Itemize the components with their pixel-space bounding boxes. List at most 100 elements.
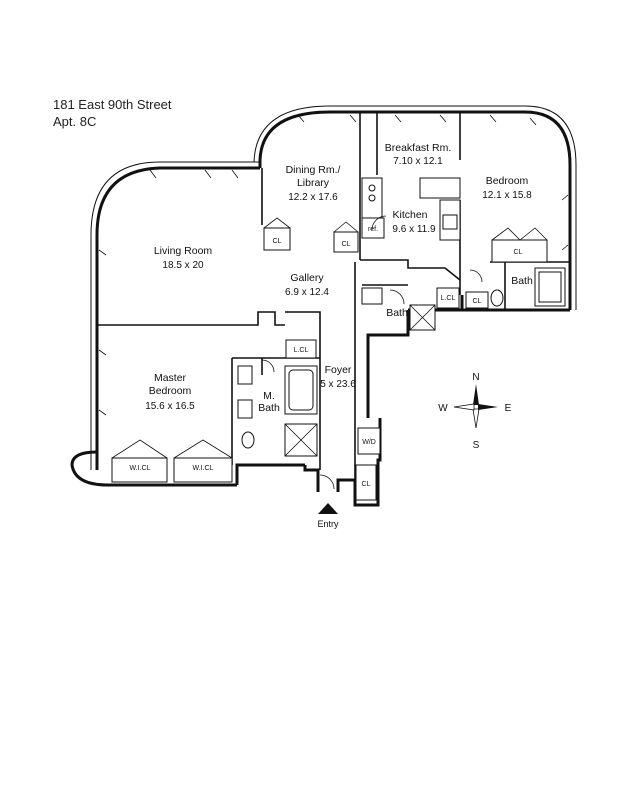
wall-kitchen-south — [360, 259, 461, 281]
closet-label-bath-hall: CL — [473, 298, 482, 305]
foyer-dim: 5 x 23.6 — [320, 379, 356, 390]
compass-north-arrow-icon — [473, 384, 479, 405]
address-line-apartment: Apt. 8C — [53, 114, 97, 129]
linen-closet-label-master: L.CL — [294, 347, 309, 354]
walk-in-closet-door-left — [111, 439, 168, 459]
closet-label-dining-left: CL — [273, 238, 282, 245]
exterior-walls — [70, 105, 577, 507]
toilet-master — [241, 431, 255, 449]
entry-label: Entry — [317, 519, 339, 529]
kitchen-fixtures: ref. — [361, 177, 461, 241]
bathtub-master-inner — [288, 369, 314, 411]
master-bedroom-name-1: Master — [154, 372, 187, 384]
wall-living-master — [97, 311, 285, 326]
closet-label-bedroom: CL — [514, 249, 523, 256]
vanity-bath — [361, 287, 383, 305]
vanity-master-2 — [237, 399, 253, 419]
entry-marker: Entry — [317, 503, 339, 529]
master-bath-name-2: Bath — [258, 402, 280, 414]
compass-west-arrow-icon — [453, 403, 475, 411]
refrigerator-label: ref. — [368, 226, 378, 233]
breakfast-room-dim: 7.10 x 12.1 — [393, 156, 443, 167]
walk-in-closet-label-right: W.I.CL — [192, 465, 213, 472]
wall-bath-foyer — [366, 310, 410, 418]
window-marks — [98, 114, 569, 416]
living-room-dim: 18.5 x 20 — [162, 260, 204, 271]
kitchen-name: Kitchen — [392, 209, 427, 221]
walk-in-closet-label-left: W.I.CL — [129, 465, 150, 472]
dining-room-dim: 12.2 x 17.6 — [288, 192, 338, 203]
closet-door-dining-left — [263, 217, 291, 229]
closets: CL CL CL L.CL CL L.CL W.I.CL W.I.CL CL W… — [111, 217, 548, 501]
window-west-living — [90, 161, 260, 470]
walk-in-closet-door-right — [173, 439, 233, 459]
compass-south-arrow-icon — [472, 408, 480, 429]
closet-bath-hall — [465, 291, 489, 309]
living-room-name: Living Room — [154, 245, 213, 257]
washer-dryer — [357, 427, 381, 455]
closet-door-bedroom — [491, 227, 548, 241]
door-kitchen — [371, 215, 387, 231]
room-labels: Living Room 18.5 x 20 Dining Rm./ Librar… — [145, 142, 533, 414]
compass-east-label: E — [505, 403, 512, 414]
compass-south-label: S — [473, 440, 480, 451]
window-ticks-east — [561, 194, 569, 251]
door-entry — [319, 474, 335, 490]
master-bath-name-1: M. — [263, 390, 275, 402]
bath-east-name: Bath — [511, 275, 533, 287]
bath-fixtures — [237, 267, 566, 457]
stove-burner-1 — [368, 184, 376, 192]
wall-entry-right — [336, 478, 355, 492]
closet-label-entry: CL — [362, 481, 371, 488]
toilet-east — [490, 289, 504, 307]
wall-north-east — [258, 110, 572, 310]
walk-in-closet-right — [173, 457, 233, 483]
closet-door-dining-right — [333, 221, 359, 233]
linen-closet-label-east: L.CL — [441, 295, 456, 302]
linen-closet-master — [285, 339, 317, 359]
door-bedroom — [469, 269, 483, 283]
vanity-master-1 — [237, 365, 253, 385]
door-swings — [261, 215, 483, 490]
window-ticks-west — [98, 249, 107, 416]
door-bath — [389, 289, 405, 305]
compass-west-label: W — [438, 403, 448, 414]
refrigerator — [361, 217, 385, 239]
wall-mbath-south — [235, 463, 305, 485]
window-ticks-living — [149, 169, 239, 179]
wall-foyer-west — [285, 311, 321, 470]
breakfast-room-name: Breakfast Rm. — [385, 142, 452, 154]
washer-dryer-label: W/D — [362, 439, 376, 446]
wall-entry-left — [303, 465, 320, 492]
bathtub-east-inner — [538, 271, 562, 303]
walk-in-closet-left — [111, 457, 168, 483]
window-ticks-north — [297, 114, 537, 126]
compass-north-label: N — [472, 372, 479, 383]
bedroom-name: Bedroom — [486, 175, 529, 187]
gallery-name: Gallery — [290, 272, 324, 284]
dining-room-name-1: Dining Rm./ — [286, 164, 341, 176]
address-block: 181 East 90th Street Apt. 8C — [53, 96, 172, 130]
kitchen-sink — [442, 214, 458, 230]
foyer-name: Foyer — [325, 364, 352, 376]
dining-room-name-2: Library — [297, 177, 330, 189]
closet-label-dining-right: CL — [342, 241, 351, 248]
entry-arrow-icon — [318, 503, 338, 514]
closet-entry — [355, 464, 377, 501]
compass-east-arrow-icon — [478, 404, 498, 410]
wall-west-living — [95, 166, 260, 470]
stove-burner-2 — [368, 194, 376, 202]
window-north-east — [253, 105, 577, 310]
gallery-dim: 6.9 x 12.4 — [285, 287, 329, 298]
shower-bath-cross — [409, 304, 436, 331]
closet-dining-right — [333, 231, 359, 253]
closet-dining-left — [263, 227, 291, 251]
door-mbath — [261, 359, 275, 373]
kitchen-dim: 9.6 x 11.9 — [392, 224, 436, 235]
bedroom-dim: 12.1 x 15.8 — [482, 190, 532, 201]
linen-closet-east — [436, 287, 460, 309]
bath-foyer-name: Bath — [386, 307, 408, 319]
address-line-street: 181 East 90th Street — [53, 97, 172, 112]
compass: N S E W — [438, 372, 511, 451]
